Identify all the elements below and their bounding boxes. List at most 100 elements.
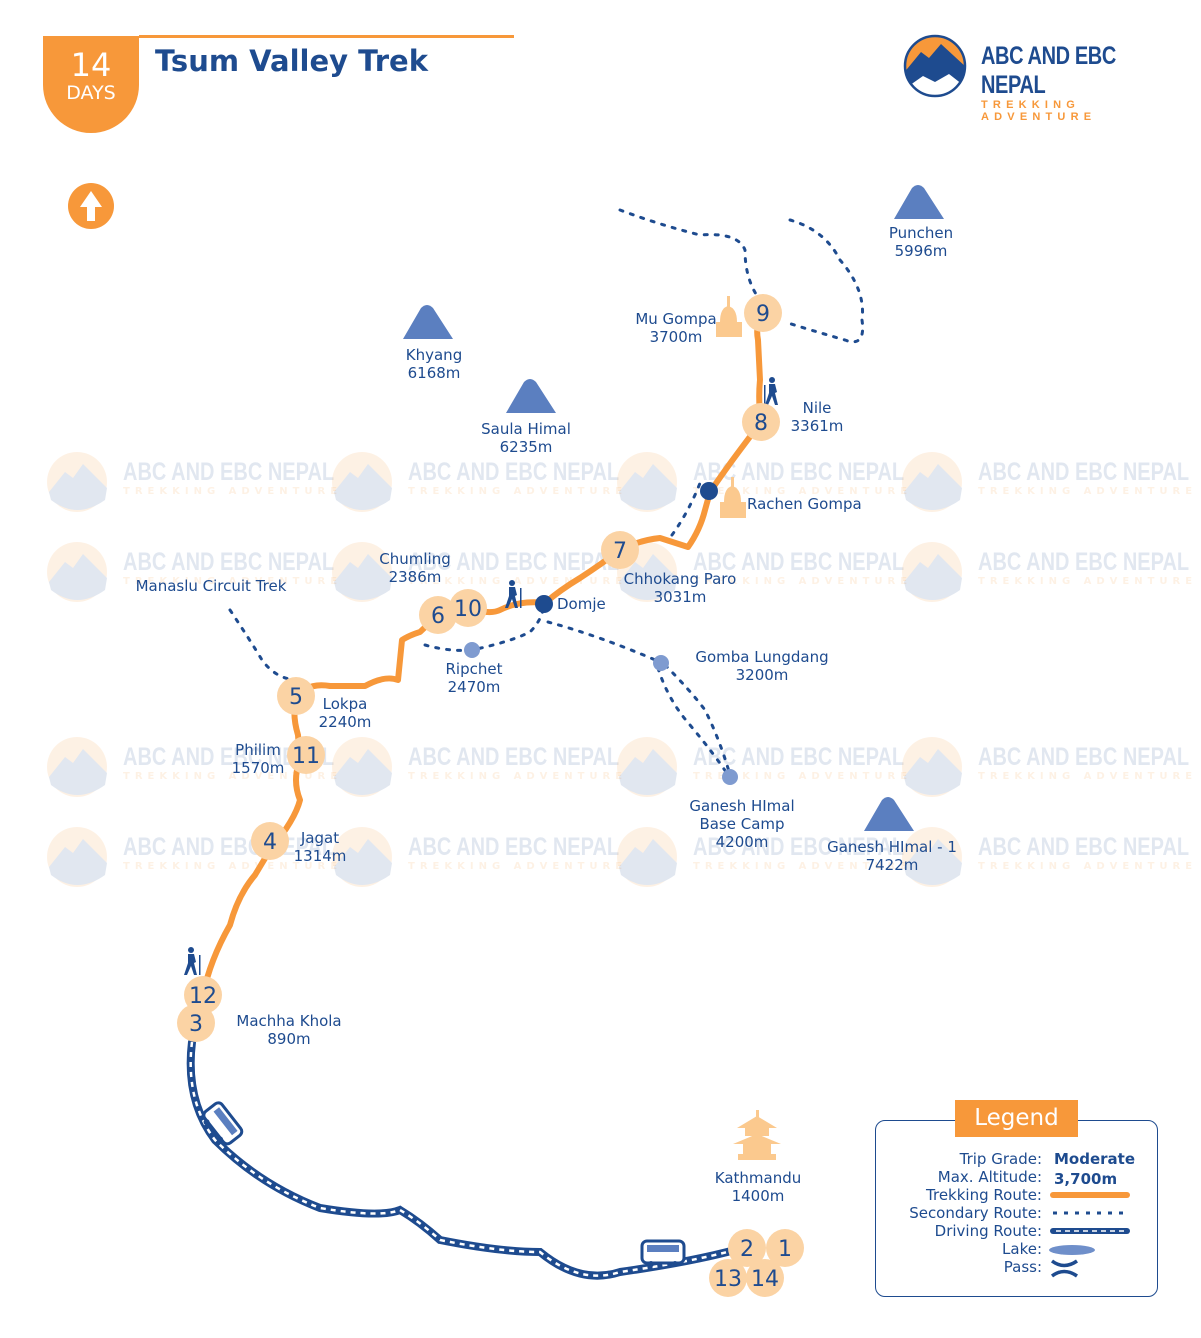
day-marker-2: 2: [728, 1229, 766, 1267]
day-marker-7: 7: [601, 531, 639, 569]
mountain-icon: [894, 185, 944, 219]
legend-trip-grade-label: Trip Grade:: [959, 1150, 1042, 1168]
day-marker-number: 7: [613, 539, 627, 564]
bus-icon: [640, 1239, 686, 1267]
north-arrow-icon: [68, 183, 114, 229]
secondary-route-gomba: [546, 620, 662, 664]
place-name: Machha Khola: [236, 1012, 342, 1030]
day-marker-circle: [287, 736, 325, 774]
day-marker-13: 13: [709, 1259, 747, 1297]
days-badge: 14 DAYS: [43, 36, 139, 133]
day-marker-4: 4: [251, 822, 289, 860]
legend-max-alt-value: 3,700m: [1054, 1170, 1118, 1188]
hiker-icons: [184, 377, 778, 975]
day-marker-1: 1: [766, 1229, 804, 1267]
place-name: Saula Himal: [481, 420, 571, 438]
label-domje: Domje: [557, 595, 606, 613]
day-marker-number: 5: [289, 685, 303, 710]
place-name: Lokpa: [322, 695, 368, 713]
place-altitude: 7422m: [865, 856, 919, 874]
day-marker-number: 14: [751, 1267, 779, 1292]
day-marker-6: 6: [419, 596, 457, 634]
stupa-icon: [720, 477, 746, 518]
day-marker-number: 1: [778, 1237, 792, 1262]
day-marker-number: 11: [292, 744, 320, 769]
legend-pass-label: Pass:: [1003, 1258, 1042, 1276]
place-name: Jagat: [300, 829, 340, 847]
mountain-icon: [506, 379, 556, 413]
legend-trip-grade-value: Moderate: [1054, 1150, 1136, 1168]
place-name: Rachen Gompa: [747, 495, 862, 513]
place-name: Philim: [235, 741, 281, 759]
ripchet-point: [464, 642, 480, 658]
place-altitude: 3200m: [735, 666, 789, 684]
days-label: DAYS: [66, 82, 116, 104]
place-altitude: 1570m: [231, 759, 285, 777]
place-altitude: 3361m: [790, 417, 844, 435]
secondary-route-ganesh-a: [656, 666, 730, 777]
legend-lake-label: Lake:: [1002, 1240, 1042, 1258]
day-marker-circle: [449, 589, 487, 627]
place-name: Domje: [557, 595, 606, 613]
label-manaslu-circuit: Manaslu Circuit Trek: [136, 577, 287, 595]
day-marker-14: 14: [746, 1259, 784, 1297]
day-marker-5: 5: [277, 677, 315, 715]
place-altitude: 5996m: [894, 242, 948, 260]
secondary-route-ganesh-b: [663, 663, 732, 777]
place-altitude: 6168m: [407, 364, 461, 382]
mountains: [403, 185, 944, 831]
header-rule: [139, 35, 514, 38]
hiker-icon: [764, 377, 778, 405]
place-altitude: 3031m: [653, 588, 707, 606]
day-marker-number: 13: [714, 1267, 742, 1292]
place-name: Kathmandu: [714, 1169, 802, 1187]
logo-tagline: TREKKING ADVENTURE: [981, 99, 1097, 123]
bus-icon: [202, 1101, 244, 1146]
legend-driving-label: Driving Route:: [934, 1222, 1042, 1240]
days-number: 14: [70, 46, 112, 84]
mountain-icon: [403, 305, 453, 339]
legend-symbols: [1049, 1192, 1130, 1278]
secondary-route-north-west: [618, 208, 762, 302]
place-name: Ganesh HImal: [689, 797, 795, 815]
place-altitude: 2470m: [447, 678, 501, 696]
rachen-point: [700, 482, 718, 500]
logo-name: ABC AND EBC NEPAL: [981, 42, 1116, 99]
secondary-route-ripchet: [423, 608, 545, 652]
lake-icon: [1049, 1245, 1095, 1255]
pagoda-icon: [733, 1110, 781, 1160]
mountain-icon: [864, 797, 914, 831]
place-altitude: 1400m: [731, 1187, 785, 1205]
day-marker-circle: [742, 403, 780, 441]
day-marker-circle: [746, 1259, 784, 1297]
place-name: Ripchet: [445, 660, 503, 678]
place-name: Khyang: [405, 346, 463, 364]
place-altitude: 3700m: [649, 328, 703, 346]
hiker-icon: [505, 580, 522, 608]
day-marker-circle: [601, 531, 639, 569]
driving-route-dashes: [189, 1041, 736, 1277]
place-altitude: 6235m: [499, 438, 553, 456]
secondary-route-rachen: [670, 476, 704, 537]
place-name: Gomba Lungdang: [695, 648, 829, 666]
